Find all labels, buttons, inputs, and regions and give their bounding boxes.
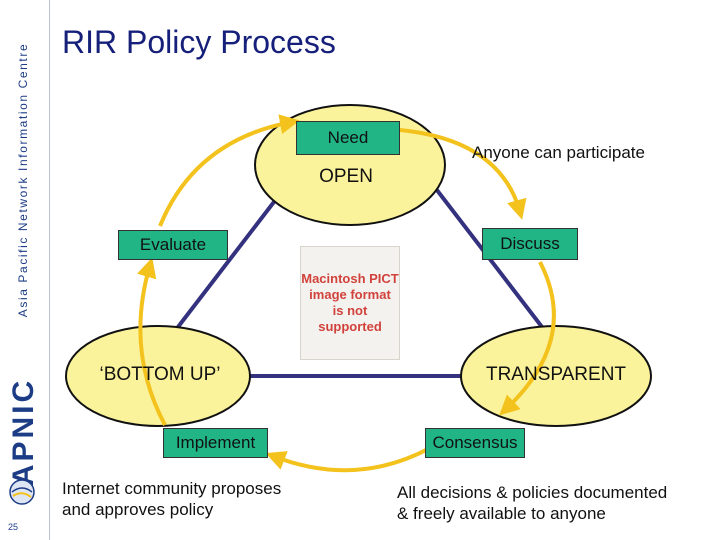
arrow-discuss-to-consensus bbox=[499, 261, 556, 416]
slide-number: 25 bbox=[8, 522, 19, 532]
step-consensus: Consensus bbox=[425, 428, 525, 458]
step-implement: Implement bbox=[163, 428, 268, 458]
ellipse-transparent-label: TRANSPARENT bbox=[485, 364, 627, 385]
arrow-implement-to-evaluate bbox=[137, 257, 167, 426]
ellipse-bottom-up-label: ‘BOTTOM UP’ bbox=[99, 364, 221, 385]
arrow-evaluate-to-need bbox=[158, 114, 300, 227]
caption-bottom-up: Internet community proposes and approves… bbox=[62, 479, 282, 519]
ellipse-bottom-up bbox=[65, 325, 251, 427]
globe-icon bbox=[9, 479, 35, 505]
step-evaluate: Evaluate bbox=[118, 230, 228, 260]
step-need: Need bbox=[296, 121, 400, 155]
ellipse-open-label: OPEN bbox=[319, 166, 373, 187]
brand-sidebar: Asia Pacific Network Information Centre … bbox=[0, 0, 50, 540]
caption-transparent: All decisions & policies documented & fr… bbox=[397, 483, 668, 523]
step-discuss: Discuss bbox=[482, 228, 578, 260]
caption-open: Anyone can participate bbox=[472, 143, 645, 162]
unsupported-image-placeholder: Macintosh PICT image format is not suppo… bbox=[300, 246, 400, 360]
arrow-consensus-to-implement bbox=[265, 446, 431, 473]
cycle-arrows bbox=[137, 114, 556, 473]
page-title: RIR Policy Process bbox=[62, 24, 336, 60]
arrow-need-to-discuss bbox=[399, 128, 527, 220]
placeholder-text: Macintosh PICT image format is not suppo… bbox=[301, 271, 399, 334]
sidebar-divider bbox=[49, 0, 50, 540]
